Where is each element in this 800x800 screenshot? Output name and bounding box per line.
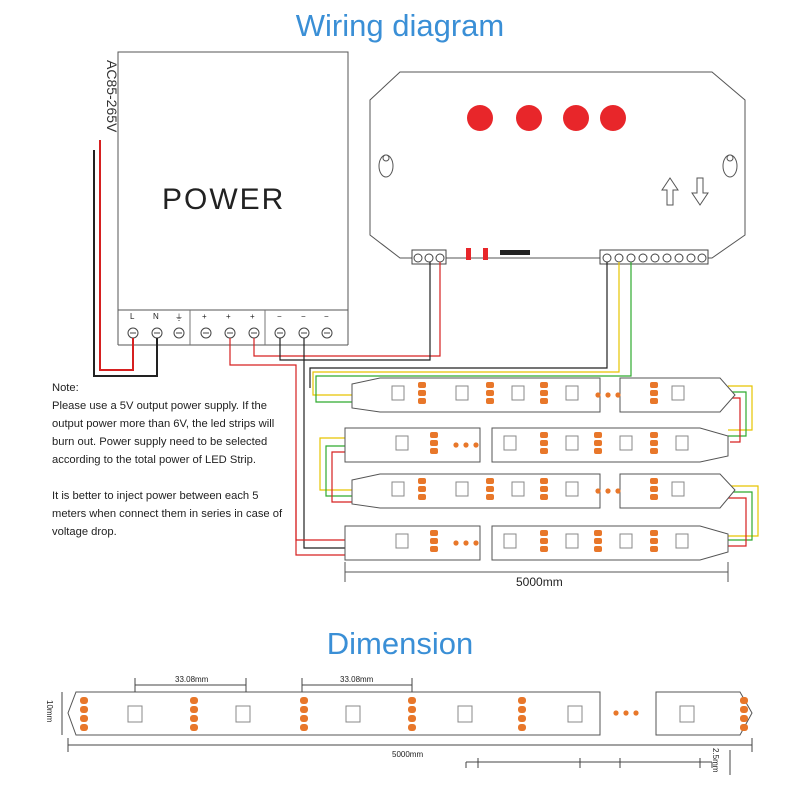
- speed-down-button[interactable]: [600, 105, 626, 131]
- controller: [369, 71, 746, 265]
- terminal-minus: −: [277, 312, 282, 321]
- strip-length-label: 5000mm: [516, 575, 563, 589]
- wiring-diagram-title: Wiring diagram: [295, 8, 505, 43]
- terminal-n: N: [153, 312, 159, 321]
- terminal-l: L: [130, 312, 135, 321]
- dimension-strip: [67, 691, 753, 736]
- terminal-plus: +: [250, 312, 255, 321]
- power-wires: [229, 262, 759, 556]
- strip-length-dimension: [344, 562, 729, 582]
- dimension-title: Dimension: [326, 626, 474, 661]
- thickness-label: 2.5mm: [711, 748, 720, 773]
- terminal-minus: −: [324, 312, 329, 321]
- note-para-1: Please use a 5V output power supply. If …: [52, 400, 275, 466]
- ac-input-label: AC85-265V: [104, 60, 120, 133]
- thickness-view: [465, 750, 731, 775]
- set-button[interactable]: [467, 105, 493, 131]
- ac-input-wires: [93, 140, 158, 377]
- controller-buttons: [467, 105, 626, 131]
- led-strip-4: [344, 525, 729, 561]
- width-label: 10mm: [45, 700, 54, 723]
- terminal-plus: +: [202, 312, 207, 321]
- arrows-icon: [661, 177, 709, 206]
- ground-icon: ⏚: [175, 313, 183, 322]
- note-para-2: It is better to inject power between eac…: [52, 490, 283, 538]
- terminal-minus: −: [301, 312, 306, 321]
- terminal-plus: +: [226, 312, 231, 321]
- speed-up-button[interactable]: [563, 105, 589, 131]
- pitch-label-1: 33.08mm: [175, 675, 209, 684]
- note-block: Note: Please use a 5V output power suppl…: [52, 379, 284, 541]
- pitch-label-2: 33.08mm: [340, 675, 374, 684]
- pitch-dimensions: [61, 678, 753, 752]
- note-heading: Note:: [52, 382, 79, 394]
- dimension-length-label: 5000mm: [392, 750, 424, 759]
- strip-pads: [391, 382, 689, 552]
- power-label: POWER: [162, 183, 286, 216]
- led-strip-2: [344, 427, 729, 463]
- mode-button[interactable]: [516, 105, 542, 131]
